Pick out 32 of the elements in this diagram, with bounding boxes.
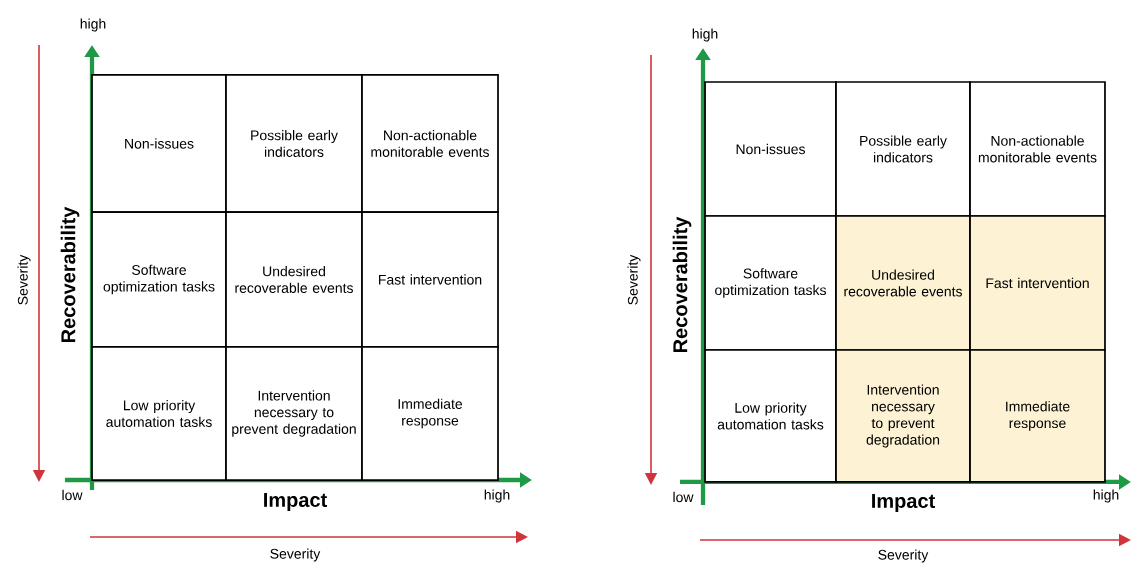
matrix-cell: Non-issues xyxy=(91,74,227,213)
matrix-cell: Non-issues xyxy=(704,81,837,217)
matrix-cell: Low priority automation tasks xyxy=(91,346,227,481)
axis-label: Severity xyxy=(627,254,641,305)
axis-label: Severity xyxy=(270,548,321,562)
axis-label: Recoverability xyxy=(60,206,80,342)
matrix-cell: Non-actionable monitorable events xyxy=(361,74,499,213)
axis-label: high xyxy=(484,489,510,503)
axis-label: high xyxy=(692,28,718,42)
axis-label: low xyxy=(62,489,83,501)
matrix-cell: Low priority automation tasks xyxy=(704,349,837,483)
matrix-cell: Fast intervention xyxy=(969,215,1106,351)
axis-label: Severity xyxy=(878,549,929,563)
matrix-cell: Intervention necessary to prevent degradation xyxy=(225,346,363,481)
axis-label: high xyxy=(80,18,106,32)
matrix-cell: Software optimization tasks xyxy=(704,215,837,351)
matrix-cell: Immediate response xyxy=(361,346,499,481)
matrix-cell: Possible early indicators xyxy=(835,81,971,217)
axis-label: Impact xyxy=(264,493,327,511)
matrix-cell: Fast intervention xyxy=(361,211,499,348)
matrix-cell: Immediate response xyxy=(969,349,1106,483)
matrix-cell: Software optimization tasks xyxy=(91,211,227,348)
matrix-cell: Undesired recoverable events xyxy=(835,215,971,351)
matrix-cell: Intervention necessary to prevent degradation xyxy=(835,349,971,483)
axis-label: low xyxy=(673,491,694,503)
matrix-cell: Undesired recoverable events xyxy=(225,211,363,348)
axis-label: Impact xyxy=(872,494,935,512)
axis-label: Severity xyxy=(17,254,31,305)
matrix-cell: Possible early indicators xyxy=(225,74,363,213)
axis-label: high xyxy=(1093,489,1119,503)
matrix-cell: Non-actionable monitorable events xyxy=(969,81,1106,217)
axis-label: Recoverability xyxy=(672,216,692,352)
